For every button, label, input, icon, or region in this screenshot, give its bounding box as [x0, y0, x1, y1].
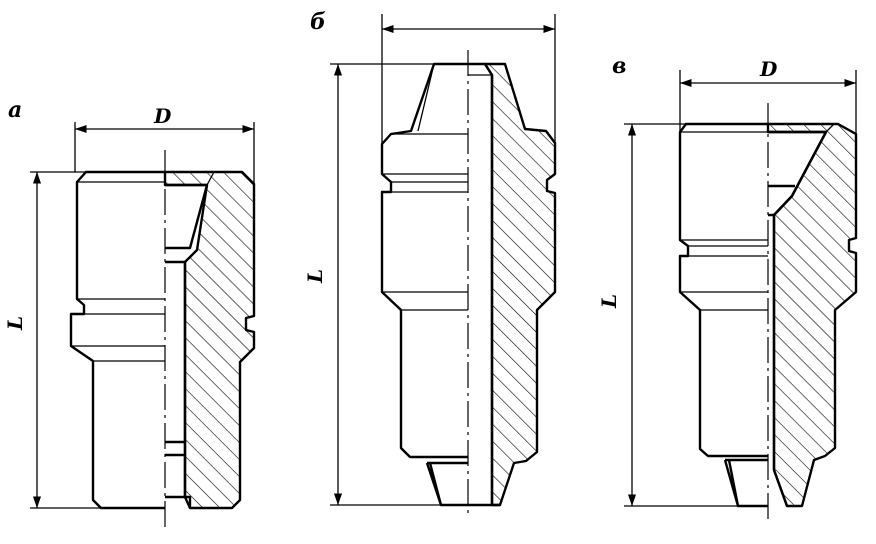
figure-a: а D L [3, 97, 256, 527]
figure-a-label: а [8, 97, 22, 123]
figure-b-outer-view [380, 62, 468, 459]
figure-v-outer-view [678, 122, 768, 458]
figure-b-length-label: L [303, 269, 327, 284]
figure-b-section-hatch [483, 62, 557, 507]
figure-v-section-hatch [766, 122, 858, 508]
figure-a-chamfer-line [206, 171, 215, 186]
figure-a-section-hatch [163, 170, 256, 510]
figure-v-bore [768, 130, 828, 507]
figure-b-tip-view [425, 461, 468, 507]
figure-v-label: в [612, 53, 626, 79]
figure-v-tip-view [723, 458, 768, 508]
figure-a-outer-view [69, 170, 165, 510]
figure-b: б L [303, 9, 557, 518]
figure-b-edge-line [417, 63, 435, 132]
figure-v-width-label: D [759, 57, 778, 81]
figure-v: в D L [597, 53, 858, 520]
figure-v-chamfer-line [825, 123, 835, 133]
figure-a-bore [165, 183, 209, 508]
figure-b-label: б [310, 9, 326, 35]
figure-a-width-label: D [153, 104, 172, 128]
figure-a-length-label: L [3, 316, 27, 331]
figure-v-length-label: L [597, 294, 621, 309]
